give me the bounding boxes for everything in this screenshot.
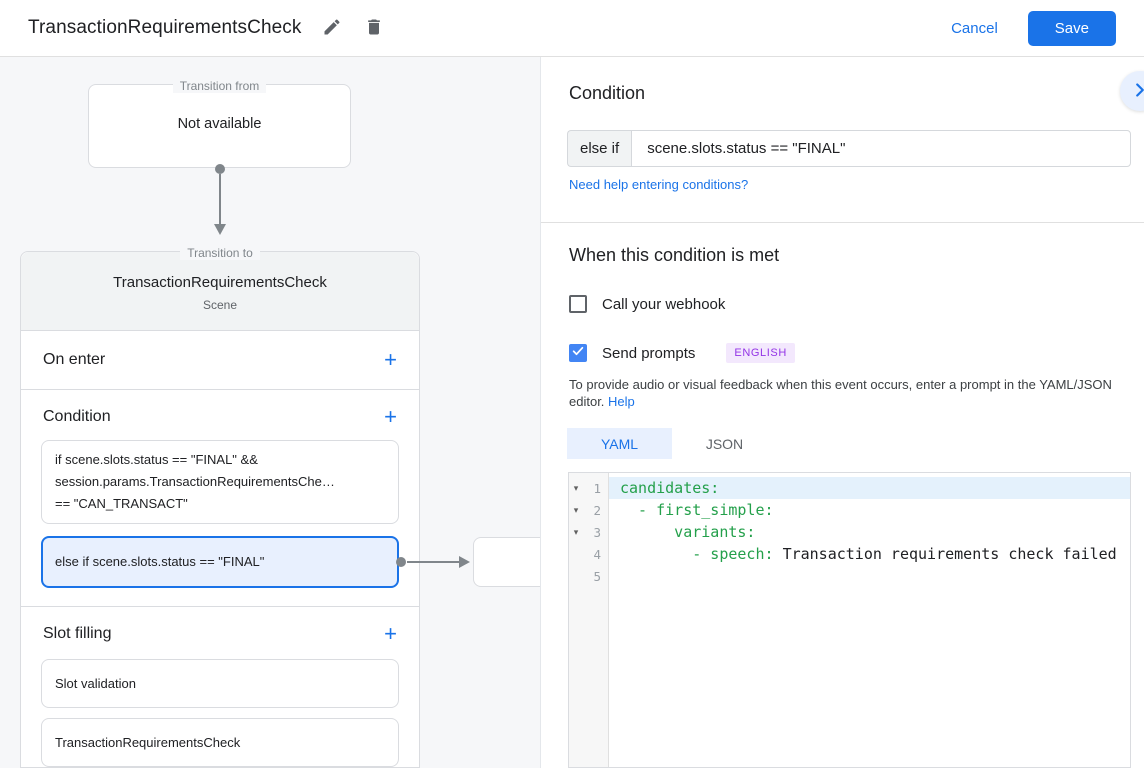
scene-node-card: Transition to TransactionRequirementsChe… (20, 246, 420, 768)
condition-expression-input[interactable] (631, 130, 1131, 167)
yaml-value: Transaction requirements check failed (782, 545, 1117, 563)
slot-item-label: Slot validation (55, 676, 136, 691)
prompt-help-link[interactable]: Help (608, 394, 635, 409)
transition-from-legend: Transition from (89, 77, 350, 95)
save-button[interactable]: Save (1027, 10, 1116, 46)
conditions-help-link[interactable]: Need help entering conditions? (569, 177, 749, 192)
add-slot-button[interactable]: + (384, 621, 397, 646)
code-line: variants: (609, 521, 1130, 543)
connector-dot (215, 164, 225, 174)
gutter-row: ▾ 1 (569, 477, 608, 499)
on-enter-label: On enter (43, 351, 106, 368)
condition-section: Condition + if scene.slots.status == "FI… (21, 390, 419, 607)
fold-toggle-icon[interactable]: ▾ (569, 477, 583, 499)
slot-filling-header: Slot filling + (41, 615, 399, 653)
condition-if-line: session.params.TransactionRequirementsCh… (55, 474, 335, 489)
tab-yaml[interactable]: YAML (567, 428, 672, 459)
code-area[interactable]: candidates: - first_simple: variants: - … (609, 473, 1130, 767)
slot-item-label: TransactionRequirementsCheck (55, 735, 241, 750)
page-title: TransactionRequirementsCheck (28, 17, 302, 38)
condition-section-header: Condition + (41, 398, 399, 436)
slot-filling-label: Slot filling (43, 625, 112, 642)
cancel-button[interactable]: Cancel (951, 19, 998, 37)
condition-item-else-if-selected[interactable]: else if scene.slots.status == "FINAL" (41, 536, 399, 588)
editor-format-tabs: YAML JSON (567, 428, 777, 459)
connector-dot (396, 557, 406, 567)
send-prompts-checkbox[interactable] (569, 344, 587, 362)
webhook-row: Call your webhook (569, 295, 725, 313)
line-number: 1 (593, 480, 601, 496)
scene-name: TransactionRequirementsCheck (113, 274, 327, 291)
yaml-key: - first_simple: (620, 501, 774, 519)
send-prompts-row: Send prompts ENGLISH (569, 343, 795, 363)
delete-scene-button[interactable] (362, 16, 386, 40)
add-condition-button[interactable]: + (384, 404, 397, 429)
line-number: 4 (593, 546, 601, 562)
tab-json[interactable]: JSON (672, 428, 777, 459)
transition-from-value: Not available (177, 116, 262, 132)
yaml-key: candidates: (620, 479, 720, 497)
arrow-right-connector (407, 556, 470, 568)
chevron-right-icon (1129, 79, 1144, 104)
description-line: To provide audio or visual feedback when… (569, 377, 1112, 392)
condition-item-if[interactable]: if scene.slots.status == "FINAL" && sess… (41, 440, 399, 524)
add-on-enter-button[interactable]: + (384, 347, 397, 372)
fold-toggle-icon[interactable]: ▾ (569, 499, 583, 521)
gutter-row: 5 (569, 565, 608, 587)
condition-if-line: if scene.slots.status == "FINAL" && (55, 452, 258, 467)
scene-header[interactable]: TransactionRequirementsCheck Scene (21, 252, 419, 331)
arrow-down-connector (214, 174, 226, 235)
language-badge: ENGLISH (726, 343, 795, 363)
code-line: - speech: Transaction requirements check… (609, 543, 1130, 565)
title-group: TransactionRequirementsCheck (28, 16, 386, 40)
scene-graph-canvas: Transition from Not available Transition… (0, 57, 565, 768)
condition-else-if-text: else if scene.slots.status == "FINAL" (55, 554, 265, 569)
gutter-row: ▾ 2 (569, 499, 608, 521)
collapse-panel-button[interactable] (1120, 71, 1144, 111)
condition-expression-row: else if (567, 130, 1131, 167)
code-line (609, 565, 1130, 587)
description-line: editor. (569, 394, 605, 409)
transition-from-node: Transition from Not available (88, 79, 351, 168)
line-number: 2 (593, 502, 601, 518)
panel-divider (541, 222, 1144, 223)
when-condition-met-title: When this condition is met (569, 245, 780, 265)
line-number: 3 (593, 524, 601, 540)
on-enter-section: On enter + (21, 331, 419, 390)
yaml-key: variants: (620, 523, 756, 541)
condition-if-line: == "CAN_TRANSACT" (55, 496, 188, 511)
panel-title: Condition (569, 83, 646, 103)
gutter-row: 4 (569, 543, 608, 565)
top-bar: TransactionRequirementsCheck Cancel Save (0, 0, 1144, 57)
yaml-code-editor: ▾ 1 ▾ 2 ▾ 3 4 5 (568, 472, 1131, 768)
topbar-actions: Cancel Save (951, 10, 1116, 46)
fold-toggle-icon[interactable]: ▾ (569, 521, 583, 543)
else-if-prefix: else if (567, 130, 632, 167)
code-line-active: candidates: (609, 477, 1130, 499)
code-line: - first_simple: (609, 499, 1130, 521)
checkmark-icon (571, 344, 585, 363)
slot-filling-section: Slot filling + Slot validation Transacti… (21, 607, 419, 767)
slot-item-scene[interactable]: TransactionRequirementsCheck (41, 718, 399, 767)
pencil-icon (322, 17, 342, 40)
call-webhook-checkbox[interactable] (569, 295, 587, 313)
line-number: 5 (593, 568, 601, 584)
call-webhook-label: Call your webhook (602, 295, 726, 313)
scene-type-label: Scene (202, 298, 238, 312)
send-prompts-label: Send prompts (602, 344, 696, 362)
trash-icon (364, 17, 384, 40)
edit-title-button[interactable] (320, 16, 344, 40)
gutter-row: ▾ 3 (569, 521, 608, 543)
condition-label: Condition (43, 408, 111, 425)
yaml-key: - speech: (620, 545, 783, 563)
slot-item-validation[interactable]: Slot validation (41, 659, 399, 708)
editor-gutter: ▾ 1 ▾ 2 ▾ 3 4 5 (569, 473, 609, 767)
prompt-description: To provide audio or visual feedback when… (569, 376, 1141, 410)
condition-panel: Condition else if Need help entering con… (540, 57, 1144, 768)
